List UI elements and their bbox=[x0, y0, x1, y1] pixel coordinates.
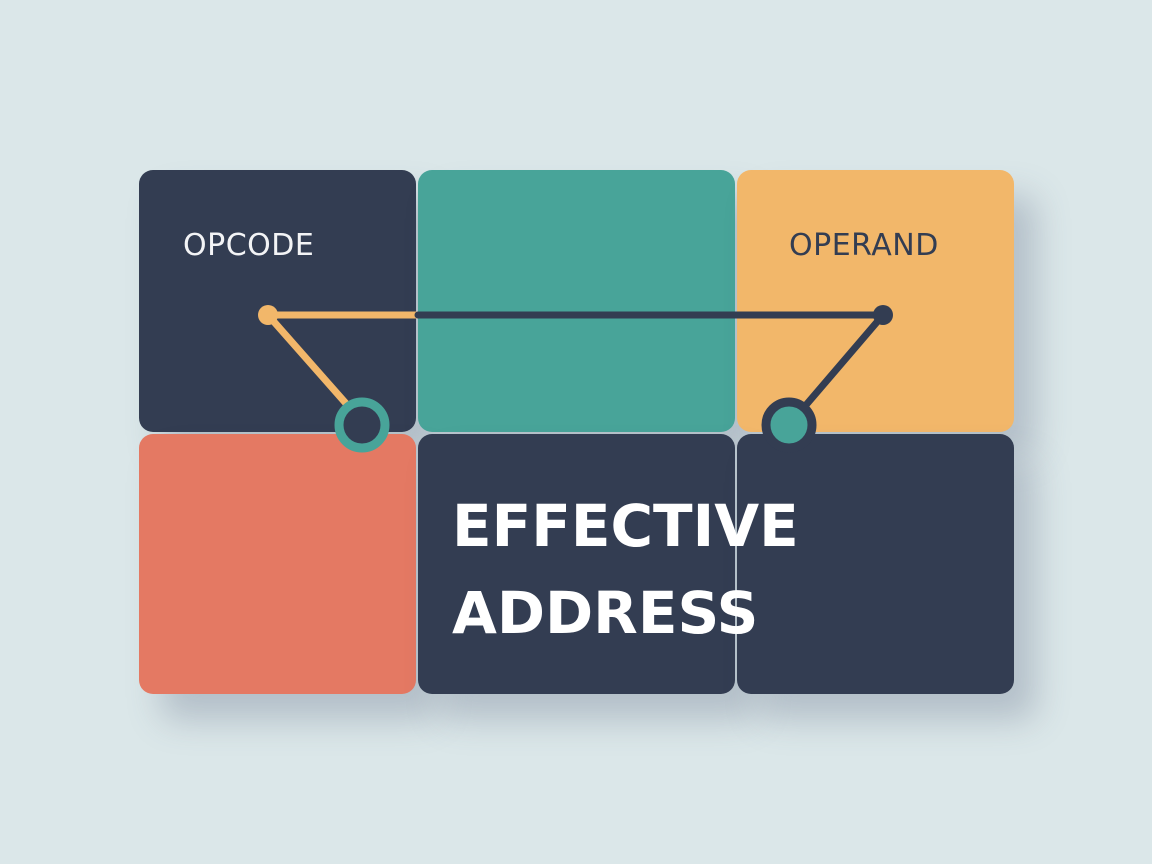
coral-block bbox=[139, 434, 416, 694]
operand-label: OPERAND bbox=[789, 228, 939, 263]
middle-block bbox=[418, 170, 735, 432]
effective-address-title-line2: ADDRESS bbox=[452, 579, 759, 647]
opcode-block bbox=[139, 170, 416, 432]
effective-address-title-line1: EFFECTIVE bbox=[452, 492, 799, 560]
operand-block bbox=[737, 170, 1014, 432]
effective-address-block-right bbox=[737, 434, 1014, 694]
effective-address-block bbox=[418, 434, 735, 694]
opcode-label: OPCODE bbox=[183, 228, 315, 263]
